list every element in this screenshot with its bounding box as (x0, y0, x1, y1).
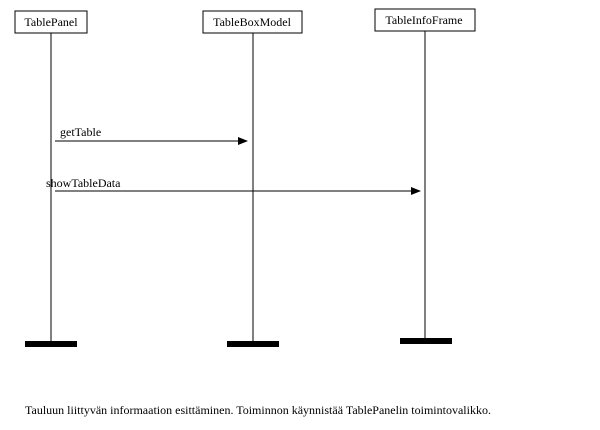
participant-tablepanel: TablePanel (14, 10, 88, 347)
message-showtabledata: showTableData (46, 176, 421, 195)
participant-tableinfoframe: TableInfoFrame (374, 8, 476, 344)
lifeline-end-bar (227, 341, 279, 347)
lifeline-end-bar (25, 341, 77, 347)
message-label: showTableData (46, 176, 121, 190)
message-gettable: getTable (55, 125, 248, 145)
participant-label: TableInfoFrame (385, 13, 462, 27)
participant-label: TableBoxModel (213, 15, 291, 29)
diagram-caption: Tauluun liittyvän informaation esittämin… (25, 403, 491, 417)
message-label: getTable (60, 125, 101, 139)
participant-tableboxmodel: TableBoxModel (202, 10, 303, 347)
participant-label: TablePanel (24, 15, 78, 29)
lifeline-end-bar (400, 338, 452, 344)
